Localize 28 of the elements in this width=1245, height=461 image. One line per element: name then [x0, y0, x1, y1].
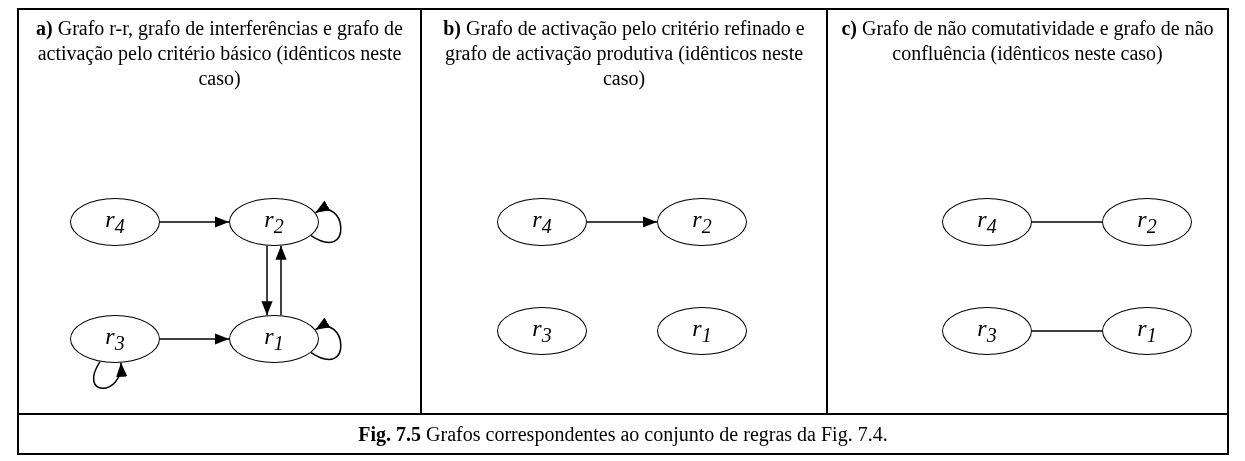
node-label: r$_{3}$: [977, 315, 997, 347]
arrow: [159, 216, 230, 228]
panel: [826, 8, 1229, 415]
panel-heading: a) Grafo r-r, grafo de interferências e grafo de activação pelo critério básico (idênticos neste caso): [35, 16, 404, 91]
node-label: r$_{3}$: [105, 323, 125, 355]
node-label: r$_{4}$: [532, 206, 552, 238]
arrow: [310, 319, 342, 361]
arrow: [159, 333, 230, 345]
node-label: r$_{2}$: [1137, 206, 1157, 238]
arrow: [92, 360, 126, 390]
arrow: [261, 244, 273, 317]
node-label: r$_{4}$: [105, 206, 125, 238]
node-label: r$_{3}$: [532, 315, 552, 347]
arrow: [275, 244, 287, 317]
node-label: r$_{1}$: [692, 315, 712, 347]
caption: Fig. 7.5 Grafos correspondentes ao conjunto de regras da Fig. 7.4.: [358, 422, 888, 446]
connector-line: [1031, 330, 1103, 332]
panel-heading: c) Grafo de não comutatividade e grafo de não confluência (idênticos neste caso): [840, 16, 1215, 66]
node-label: r$_{2}$: [692, 206, 712, 238]
arrow: [310, 202, 342, 244]
node-label: r$_{1}$: [1137, 315, 1157, 347]
panel: [17, 8, 422, 415]
connector-line: [1031, 221, 1103, 223]
panel-heading: b) Grafo de activação pelo critério refinado e grafo de activação produtiva (idênticos neste caso): [442, 16, 806, 91]
arrow: [586, 216, 658, 228]
node-label: r$_{2}$: [264, 206, 284, 238]
node-label: r$_{1}$: [264, 323, 284, 355]
node-label: r$_{4}$: [977, 206, 997, 238]
